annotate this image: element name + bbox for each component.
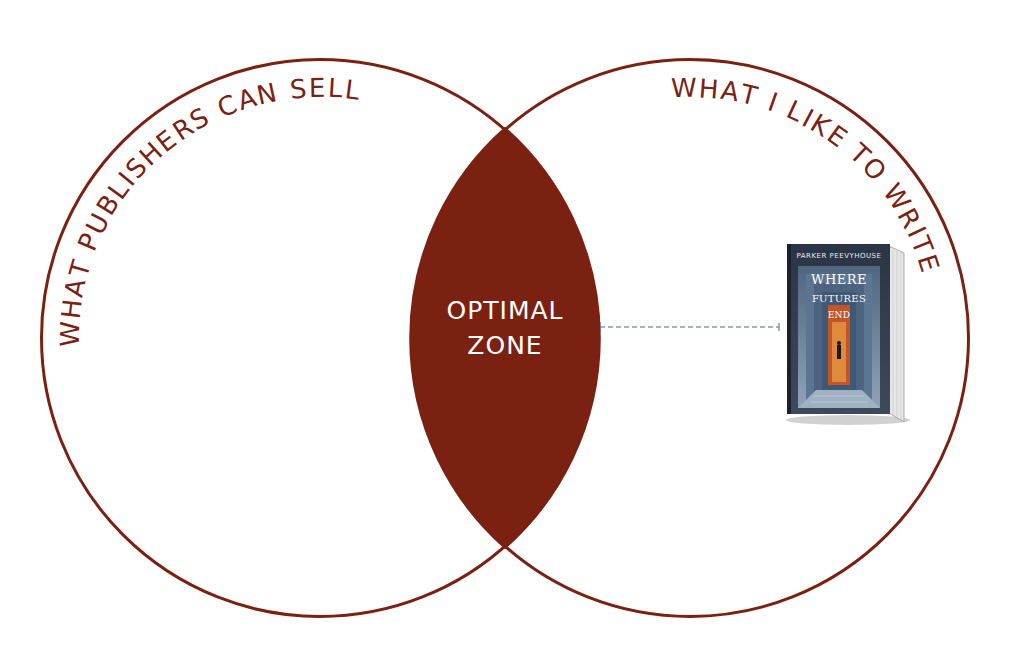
arc-letter — [277, 77, 289, 104]
arc-letter: H — [58, 297, 86, 319]
arc-letter: T — [738, 81, 760, 110]
arc-letter: L — [343, 76, 361, 104]
arc-letter: E — [309, 75, 326, 101]
arc-letter: H — [698, 75, 719, 102]
arc-letter: W — [671, 75, 697, 102]
arc-letter: A — [61, 276, 90, 299]
overlap-region: OPTIMAL ZONE — [410, 128, 600, 548]
arc-letter: N — [255, 79, 280, 109]
book-title: END — [828, 310, 851, 320]
arc-letter: S — [289, 75, 308, 102]
book-title: FUTURES — [812, 293, 866, 304]
zone-label: OPTIMAL ZONE — [425, 293, 585, 363]
leader-line — [600, 322, 779, 332]
arc-letter: W — [57, 321, 83, 347]
arc-letter: L — [327, 75, 343, 102]
book-title: WHERE — [811, 272, 867, 287]
arc-letter: I — [765, 89, 781, 116]
arc-letter: A — [719, 77, 741, 106]
book-author: PARKER PEEVYHOUSE — [797, 252, 882, 260]
book-illustration — [786, 244, 910, 425]
